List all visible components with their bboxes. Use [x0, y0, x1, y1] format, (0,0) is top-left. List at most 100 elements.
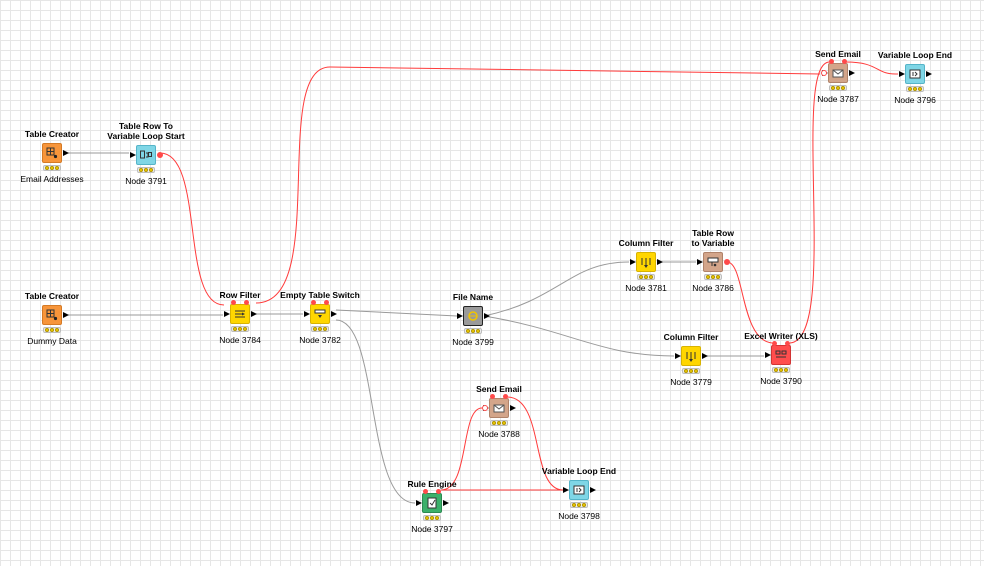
flow-variable-out-port[interactable] — [324, 300, 329, 305]
variable-connection[interactable] — [789, 61, 831, 344]
status-light — [501, 421, 506, 425]
node-label: Node 3784 — [219, 335, 261, 345]
status-light — [643, 275, 648, 279]
email-icon[interactable] — [489, 398, 509, 418]
output-port[interactable] — [443, 500, 449, 506]
status-light — [774, 368, 779, 372]
status-light — [45, 328, 50, 332]
output-port[interactable] — [484, 313, 490, 319]
table-creator-icon[interactable] — [42, 305, 62, 325]
status-light — [831, 86, 836, 90]
status-light — [425, 516, 430, 520]
variable-connection[interactable] — [726, 261, 773, 344]
flow-variable-out-port[interactable] — [724, 259, 730, 265]
node-title: Table Creator — [24, 291, 80, 301]
data-connection[interactable] — [483, 315, 675, 357]
status-light — [684, 369, 689, 373]
data-connection[interactable] — [335, 319, 416, 504]
variable-connection[interactable] — [255, 66, 821, 304]
status-light — [148, 168, 153, 172]
flow-variable-out-port[interactable] — [785, 341, 790, 346]
flow-variable-out-port[interactable] — [157, 152, 163, 158]
flow-variable-out-port[interactable] — [436, 489, 441, 494]
status-light — [576, 503, 581, 507]
flow-variable-in-port[interactable] — [311, 300, 316, 305]
status-light — [54, 166, 59, 170]
rule-engine-icon[interactable] — [422, 493, 442, 513]
input-port[interactable] — [304, 311, 310, 317]
input-port[interactable] — [224, 311, 230, 317]
output-port[interactable] — [590, 487, 596, 493]
data-connection[interactable] — [335, 309, 458, 317]
flow-variable-in-port[interactable] — [490, 394, 495, 399]
table-row-variable-icon[interactable] — [703, 252, 723, 272]
flow-variable-out-port[interactable] — [503, 394, 508, 399]
output-port[interactable] — [926, 71, 932, 77]
variable-connection[interactable] — [506, 396, 564, 491]
flow-variable-out-port[interactable] — [842, 59, 847, 64]
flow-variable-in-port[interactable] — [482, 405, 488, 411]
status-light — [49, 328, 54, 332]
flow-variable-in-port[interactable] — [423, 489, 428, 494]
node-title: Table Creator — [24, 129, 80, 139]
output-port[interactable] — [849, 70, 855, 76]
variable-connection[interactable] — [440, 407, 483, 491]
node-label: Node 3788 — [478, 429, 520, 439]
status-light — [242, 327, 247, 331]
node-status-indicator — [829, 85, 847, 91]
node-status-indicator — [490, 420, 508, 426]
node-label: Dummy Data — [27, 336, 77, 346]
input-port[interactable] — [697, 259, 703, 265]
flow-variable-out-port[interactable] — [244, 300, 249, 305]
variable-connection[interactable] — [159, 152, 225, 306]
output-port[interactable] — [331, 311, 337, 317]
output-port[interactable] — [510, 405, 516, 411]
node-label: Node 3798 — [558, 511, 600, 521]
input-port[interactable] — [630, 259, 636, 265]
input-port[interactable] — [675, 353, 681, 359]
node-label: Node 3799 — [452, 337, 494, 347]
input-port[interactable] — [457, 313, 463, 319]
row-filter-icon[interactable] — [230, 304, 250, 324]
flow-variable-in-port[interactable] — [231, 300, 236, 305]
node-label: Node 3791 — [125, 176, 167, 186]
node-status-indicator — [682, 368, 700, 374]
input-port[interactable] — [563, 487, 569, 493]
input-port[interactable] — [899, 71, 905, 77]
input-port[interactable] — [765, 352, 771, 358]
loop-start-icon[interactable] — [136, 145, 156, 165]
output-port[interactable] — [63, 150, 69, 156]
file-name-icon[interactable] — [463, 306, 483, 326]
input-port[interactable] — [130, 152, 136, 158]
node-title: Table Row to Variable — [691, 228, 735, 248]
loop-end-icon[interactable] — [569, 480, 589, 500]
output-port[interactable] — [251, 311, 257, 317]
output-port[interactable] — [63, 312, 69, 318]
node-label: Node 3797 — [411, 524, 453, 534]
flow-variable-in-port[interactable] — [821, 70, 827, 76]
node-title: Excel Writer (XLS) — [744, 331, 818, 341]
flow-variable-in-port[interactable] — [829, 59, 834, 64]
loop-end-icon[interactable] — [905, 64, 925, 84]
variable-connection[interactable] — [845, 61, 899, 75]
status-light — [917, 87, 922, 91]
excel-writer-icon[interactable] — [771, 345, 791, 365]
output-port[interactable] — [702, 353, 708, 359]
column-filter-icon[interactable] — [681, 346, 701, 366]
flow-variable-in-port[interactable] — [772, 341, 777, 346]
status-light — [688, 369, 693, 373]
output-port[interactable] — [657, 259, 663, 265]
status-light — [233, 327, 238, 331]
status-light — [429, 516, 434, 520]
email-icon[interactable] — [828, 63, 848, 83]
column-filter-icon[interactable] — [636, 252, 656, 272]
switch-icon[interactable] — [310, 304, 330, 324]
table-creator-icon[interactable] — [42, 143, 62, 163]
status-light — [778, 368, 783, 372]
status-light — [466, 329, 471, 333]
status-light — [835, 86, 840, 90]
input-port[interactable] — [416, 500, 422, 506]
data-connection[interactable] — [483, 261, 630, 317]
node-title: Send Email — [476, 384, 522, 394]
